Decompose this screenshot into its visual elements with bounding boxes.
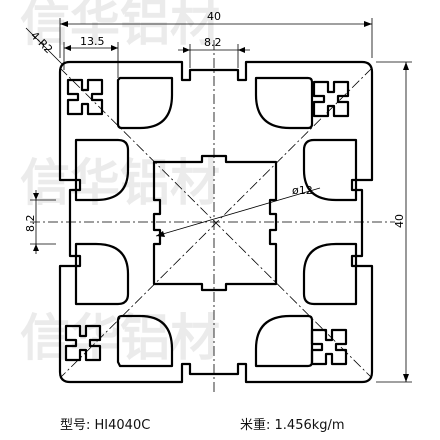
slot-outer-label: 13.5 [80, 35, 105, 48]
bottom-slot-inner [254, 314, 314, 368]
top-slot-inner [254, 76, 314, 130]
width-label: 40 [207, 10, 221, 23]
model-info: 型号: HI4040C [60, 414, 150, 433]
dimension-slot-outer: 13.5 [63, 35, 119, 78]
watermark: 信华铝材 信华铝材 信华铝材 [20, 0, 220, 367]
dimension-width: 40 [59, 10, 373, 58]
bottom-slot-inner [116, 314, 174, 368]
side-slot-label: 8.2 [24, 215, 37, 233]
center-core [152, 154, 278, 292]
weight-value: 1.456kg/m [274, 418, 345, 433]
weight-label: 米重: [240, 418, 271, 433]
corner-pocket [312, 80, 350, 118]
right-slot-inner [302, 138, 358, 202]
watermark-text: 信华铝材 [20, 309, 220, 367]
height-label: 40 [393, 214, 406, 228]
dimension-side-slot: 8.2 [24, 190, 56, 254]
model-value: HI4040C [94, 418, 151, 433]
slot-width-label: 8.2 [204, 36, 222, 49]
center-hole-label: ø12 [292, 184, 313, 197]
dimension-center-hole: ø12 [155, 184, 321, 237]
watermark-text: 信华铝材 [20, 0, 220, 52]
diagonal-centerline [59, 67, 373, 379]
weight-info: 米重: 1.456kg/m [240, 414, 345, 433]
dimension-slot-width: 8.2 [178, 36, 250, 68]
top-slot-inner [116, 76, 174, 130]
dimension-height: 40 [376, 61, 412, 383]
model-label: 型号: [60, 418, 91, 433]
left-slot-inner [74, 138, 130, 202]
corner-pocket [66, 78, 104, 116]
right-slot-inner [302, 242, 358, 306]
profile-outline [58, 60, 374, 384]
left-slot-inner [74, 242, 130, 306]
watermark-text: 信华铝材 [20, 154, 220, 212]
